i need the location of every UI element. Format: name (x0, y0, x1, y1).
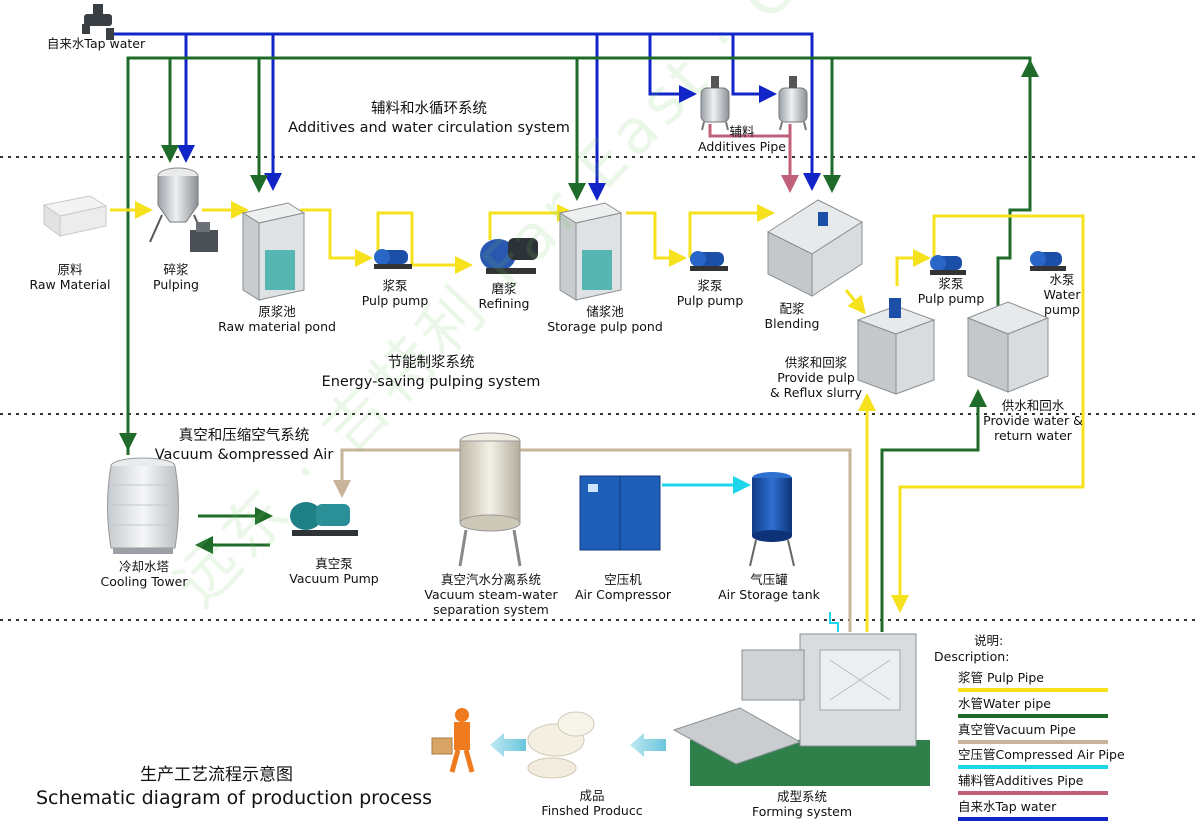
legend-item-tap-water: 自来水Tap water (958, 799, 1108, 821)
water-pipes (119, 56, 1039, 632)
additives-pipes (708, 124, 799, 193)
legend-item-pulp: 浆管 Pulp Pipe (958, 670, 1108, 692)
pulper-icon (149, 167, 218, 252)
additive-tank-1-icon (700, 76, 730, 131)
air-compressor-icon (579, 475, 661, 551)
product-flow-arrows (490, 733, 666, 757)
raw-pond-icon (241, 202, 306, 301)
pulp-pipes (110, 201, 1085, 632)
pulp-pump-2-icon (690, 251, 728, 271)
worker-icon (431, 708, 475, 773)
air-storage-tank-icon (749, 472, 795, 567)
pulp-pump-3-icon (930, 255, 966, 275)
refiner-icon (480, 238, 538, 274)
storage-pond-icon (558, 202, 623, 301)
raw-material-icon (42, 195, 108, 237)
compressed-air-pipes (662, 476, 839, 632)
legend-title: 说明: Description: (934, 633, 1010, 664)
blending-tank-icon (766, 199, 864, 297)
pulp-pump-1-icon (374, 249, 412, 269)
faucet-icon (82, 4, 114, 40)
page-title: 生产工艺流程示意图 Schematic diagram of productio… (36, 765, 433, 809)
water-pump-icon (1030, 251, 1066, 271)
vacuum-pipes (333, 448, 852, 632)
additive-tank-2-icon (778, 76, 808, 131)
provide-water-tank-icon (966, 301, 1050, 393)
tap-water-pipes (112, 32, 821, 201)
legend-item-compressed-air: 空压管Compressed Air Pipe (958, 747, 1125, 769)
legend-item-vacuum: 真空管Vacuum Pipe (958, 722, 1108, 744)
legend-item-additives: 辅料管Additives Pipe (958, 773, 1108, 795)
label-tap-water: 自来水Tap water (46, 36, 146, 51)
finished-product-icon (527, 711, 595, 779)
forming-machine-icon (672, 633, 930, 786)
provide-pulp-tank-icon (856, 298, 936, 395)
vacuum-pump-icon (290, 502, 358, 536)
cooling-tower-icon (107, 457, 179, 554)
legend-item-water: 水管Water pipe (958, 696, 1108, 718)
separation-tank-icon (458, 432, 522, 567)
